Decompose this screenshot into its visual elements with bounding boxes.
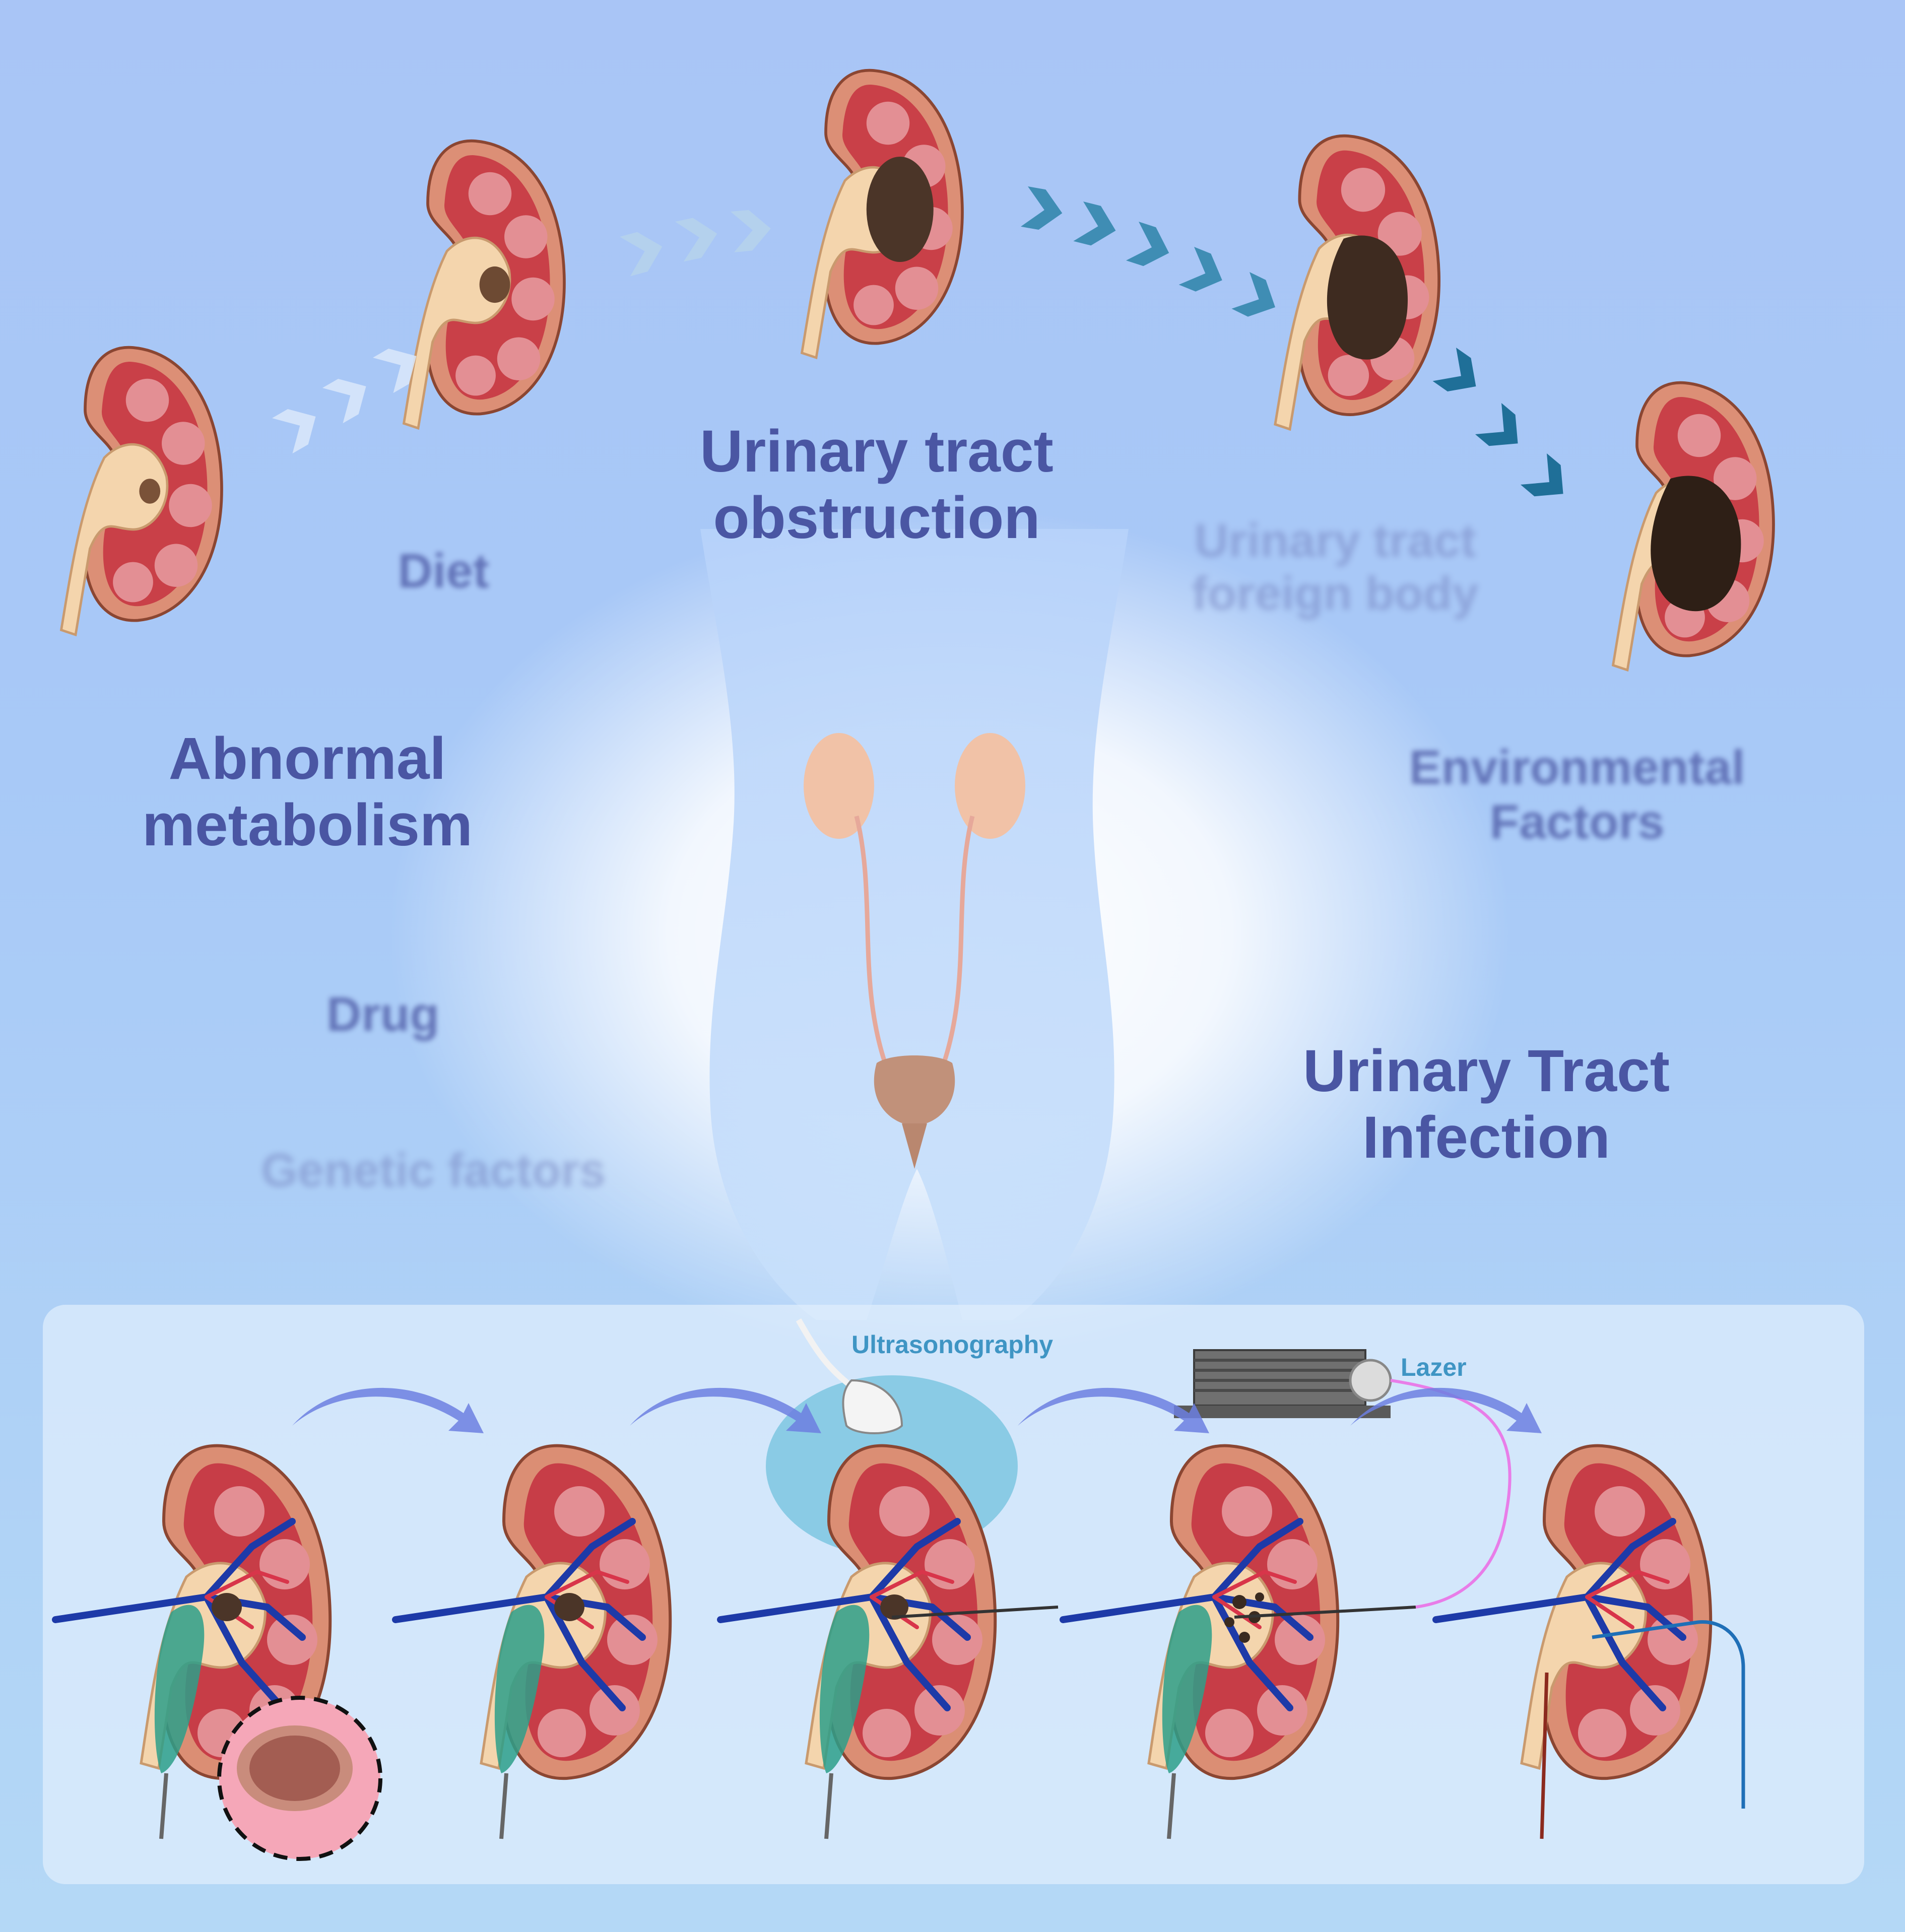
ultrasound-probe	[796, 1318, 903, 1434]
kidney-stage-3	[802, 71, 962, 358]
label-drug: Drug	[326, 987, 439, 1041]
label-abnormal-metabolism: Abnormal metabolism	[142, 725, 473, 859]
body-kidney-left	[804, 733, 874, 839]
treatment-kidney-5	[1436, 1446, 1745, 1839]
treatment-kidney-3	[720, 1446, 1059, 1839]
treatment-kidney-1	[55, 1446, 330, 1839]
ureter-right	[940, 815, 975, 1069]
curve-arrow-3	[1018, 1387, 1209, 1433]
kidney-stage-5	[1613, 383, 1773, 670]
label-lazer: Lazer	[1401, 1353, 1467, 1381]
ureter-left	[854, 815, 889, 1069]
urethra	[902, 1123, 927, 1169]
label-environmental-factors: Environmental Factors	[1409, 741, 1745, 849]
kidney-stage-4	[1275, 136, 1439, 429]
label-urinary-tract-obstruction: Urinary tract obstruction	[700, 418, 1054, 552]
body-silhouette	[700, 529, 1129, 1320]
treatment-kidney-2	[396, 1446, 670, 1839]
kidney-stage-2	[404, 141, 564, 428]
curve-arrow-1	[292, 1387, 484, 1433]
treatment-kidney-4	[1063, 1446, 1416, 1839]
label-genetic-factors: Genetic factors	[260, 1144, 606, 1196]
bladder	[874, 1055, 955, 1126]
label-ultrasonography: Ultrasonography	[851, 1330, 1054, 1359]
inset-circle	[217, 1696, 382, 1861]
body-kidney-right	[955, 733, 1025, 839]
label-urinary-tract-foreign-body: Urinary tract foreign body	[1192, 514, 1479, 620]
laser-fiber	[1390, 1379, 1512, 1609]
curve-arrow-2	[630, 1387, 821, 1433]
label-urinary-tract-infection: Urinary Tract Infection	[1303, 1038, 1670, 1171]
laser-device	[1174, 1349, 1512, 1609]
label-diet: Diet	[398, 544, 489, 598]
kidney-stage-1	[61, 348, 222, 635]
